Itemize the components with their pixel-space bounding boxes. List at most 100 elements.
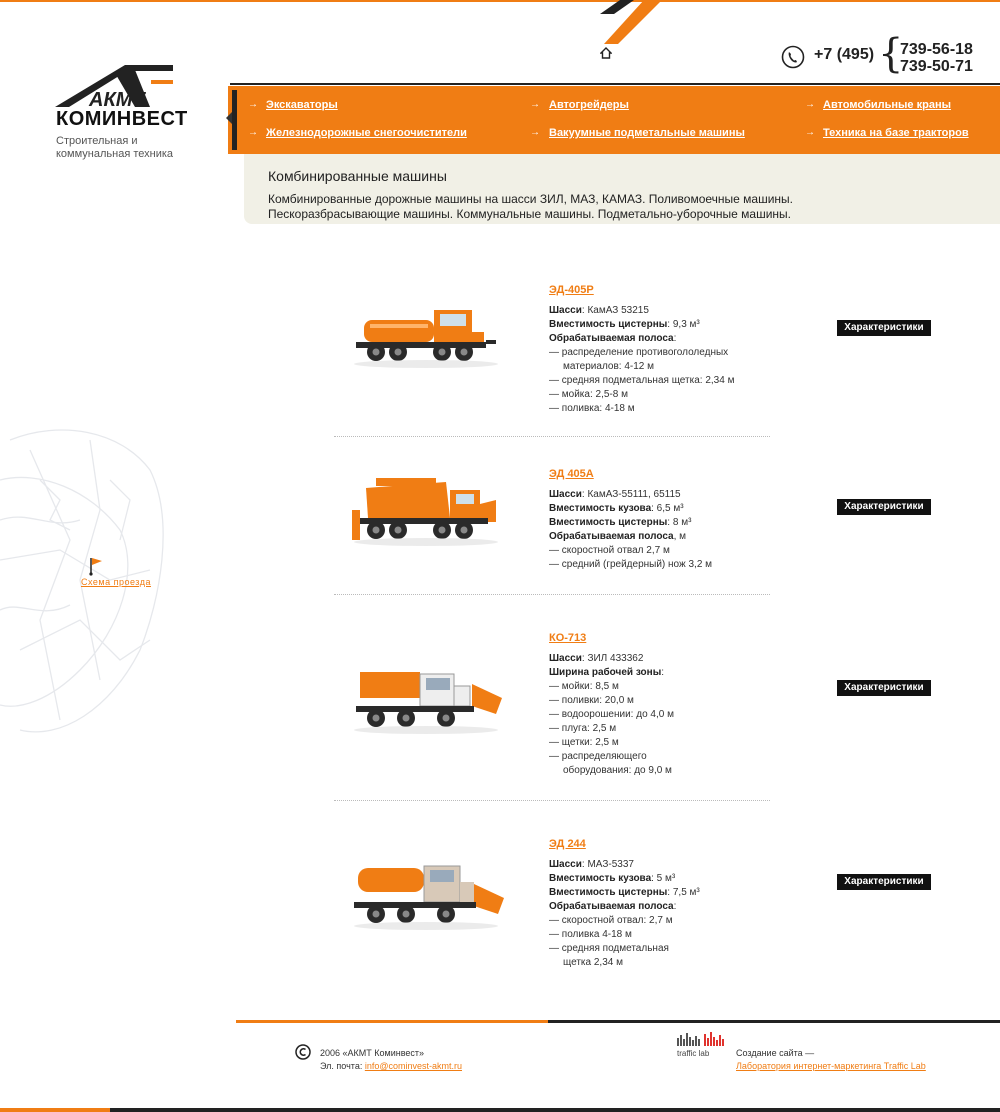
spec-line: — скоростной отвал: 2,7 м: [549, 914, 779, 928]
spec-value: щетка 2,34 м: [563, 957, 623, 968]
spec-label: Шасси: [549, 489, 582, 500]
spec-value: — скоростной отвал 2,7 м: [549, 545, 670, 556]
menu-item-truck-cranes[interactable]: Автомобильные краны: [823, 99, 951, 111]
product-image[interactable]: [346, 854, 506, 950]
product-separator: [334, 800, 770, 801]
route-map-link[interactable]: Схема проезда: [81, 577, 151, 587]
spec-value: : ЗИЛ 433362: [581, 653, 644, 664]
footer-line-dark: [548, 1020, 1000, 1023]
home-icon[interactable]: [600, 47, 612, 59]
menu-item-tractor-based[interactable]: Техника на базе тракторов: [823, 127, 969, 139]
spec-value: — мойка: 2,5-8 м: [549, 389, 628, 400]
spec-label: Обрабатываемая полоса: [549, 531, 674, 542]
product-separator: [334, 436, 770, 437]
spec-value: — водоорошении: до 4,0 м: [549, 709, 674, 720]
header-decor-stripes: [600, 0, 662, 44]
spec-line: щетка 2,34 м: [549, 956, 779, 970]
spec-line: Обрабатываемая полоса, м: [549, 530, 779, 544]
spec-line: Шасси: ЗИЛ 433362: [549, 652, 779, 666]
spec-label: Ширина рабочей зоны: [549, 667, 662, 678]
page-title: Комбинированные машины: [268, 168, 447, 184]
spec-line: — распределяющего: [549, 750, 779, 764]
menu-item-graders[interactable]: Автогрейдеры: [549, 99, 629, 111]
product-image[interactable]: [346, 658, 506, 754]
phone-brace: {: [878, 31, 904, 77]
intro-panel: [244, 154, 1000, 224]
route-flag-icon: [89, 558, 102, 576]
spec-line: — поливка: 4-18 м: [549, 402, 779, 416]
category-menu: [228, 86, 1000, 154]
spec-value: — поливки: 20,0 м: [549, 695, 634, 706]
spec-value: — средняя подметальная щетка: 2,34 м: [549, 375, 735, 386]
spec-value: — скоростной отвал: 2,7 м: [549, 915, 673, 926]
logo-mark-text: АКМТ: [88, 89, 146, 111]
page-description: Комбинированные дорожные машины на шасси…: [268, 192, 793, 221]
product-title-link[interactable]: КО-713: [549, 632, 587, 644]
spec-line: — мойка: 2,5-8 м: [549, 388, 779, 402]
spec-value: : 9,3 м³: [667, 319, 700, 330]
logo-company-name: КОМИНВЕСТ: [56, 108, 188, 130]
spec-value: — средняя подметальная: [549, 943, 669, 954]
menu-left-edge: [232, 90, 237, 150]
product-separator: [334, 594, 770, 595]
product-image[interactable]: [346, 292, 506, 388]
specifications-button[interactable]: Характеристики: [837, 499, 931, 515]
copyright-icon: [295, 1044, 311, 1060]
menu-arrow-icon: →: [530, 99, 540, 110]
footer-email-link[interactable]: info@cominvest-akmt.ru: [364, 1061, 462, 1071]
footer-line-accent: [236, 1020, 548, 1023]
specifications-button[interactable]: Характеристики: [837, 874, 931, 890]
spec-value: — распределяющего: [549, 751, 647, 762]
spec-line: Шасси: МАЗ-5337: [549, 858, 779, 872]
spec-value: материалов: 4-12 м: [563, 361, 655, 372]
phone-number-2: 739-50-71: [900, 58, 973, 75]
spec-value: — поливка: 4-18 м: [549, 403, 635, 414]
spec-label: Вместимость цистерны: [549, 517, 668, 528]
product-title-link[interactable]: ЭД 405А: [549, 468, 594, 480]
spec-value: : КамАЗ 53215: [581, 305, 649, 316]
company-logo-mark[interactable]: АКМТ: [55, 65, 180, 129]
spec-line: Обрабатываемая полоса:: [549, 900, 779, 914]
menu-item-vacuum-sweepers[interactable]: Вакуумные подметальные машины: [549, 127, 745, 139]
bottom-line: [0, 1108, 1000, 1112]
spec-line: Обрабатываемая полоса:: [549, 332, 779, 346]
spec-line: — поливки: 20,0 м: [549, 694, 779, 708]
spec-label: Шасси: [549, 653, 582, 664]
traffic-lab-logo[interactable]: traffic lab: [676, 1030, 728, 1058]
spec-line: — скоростной отвал 2,7 м: [549, 544, 779, 558]
spec-label: Обрабатываемая полоса: [549, 333, 674, 344]
product-title-link[interactable]: ЭД-405Р: [549, 284, 594, 296]
product-image[interactable]: [346, 470, 506, 566]
phone-icon: [781, 45, 805, 69]
spec-value: : 6,5 м³: [651, 503, 684, 514]
spec-label: Шасси: [549, 305, 582, 316]
spec-line: Шасси: КамАЗ 53215: [549, 304, 779, 318]
menu-notch: [226, 112, 232, 124]
spec-value: :: [673, 333, 677, 344]
spec-value: — щетки: 2,5 м: [549, 737, 619, 748]
spec-value: , м: [673, 531, 687, 542]
specifications-button[interactable]: Характеристики: [837, 680, 931, 696]
product-title-link[interactable]: ЭД 244: [549, 838, 586, 850]
spec-line: — щетки: 2,5 м: [549, 736, 779, 750]
spec-line: Вместимость кузова: 6,5 м³: [549, 502, 779, 516]
menu-item-railway-snowplows[interactable]: Железнодорожные снегоочистители: [266, 127, 467, 139]
footer-created-link[interactable]: Лаборатория интернет-маркетинга Traffic …: [736, 1061, 926, 1071]
spec-value: :: [673, 901, 677, 912]
spec-line: материалов: 4-12 м: [549, 360, 779, 374]
specifications-button[interactable]: Характеристики: [837, 320, 931, 336]
spec-line: — водоорошении: до 4,0 м: [549, 708, 779, 722]
spec-line: — плуга: 2,5 м: [549, 722, 779, 736]
spec-value: :: [661, 667, 665, 678]
footer-email-label: Эл. почта:: [320, 1061, 365, 1071]
logo-tagline: Строительная и коммунальная техника: [56, 135, 174, 160]
menu-item-excavators[interactable]: Экскаваторы: [266, 99, 338, 111]
spec-value: — поливка 4-18 м: [549, 929, 632, 940]
menu-arrow-icon: →: [805, 99, 815, 110]
spec-line: Ширина рабочей зоны:: [549, 666, 779, 680]
moscow-map-image[interactable]: [0, 420, 170, 750]
menu-arrow-icon: →: [530, 127, 540, 138]
